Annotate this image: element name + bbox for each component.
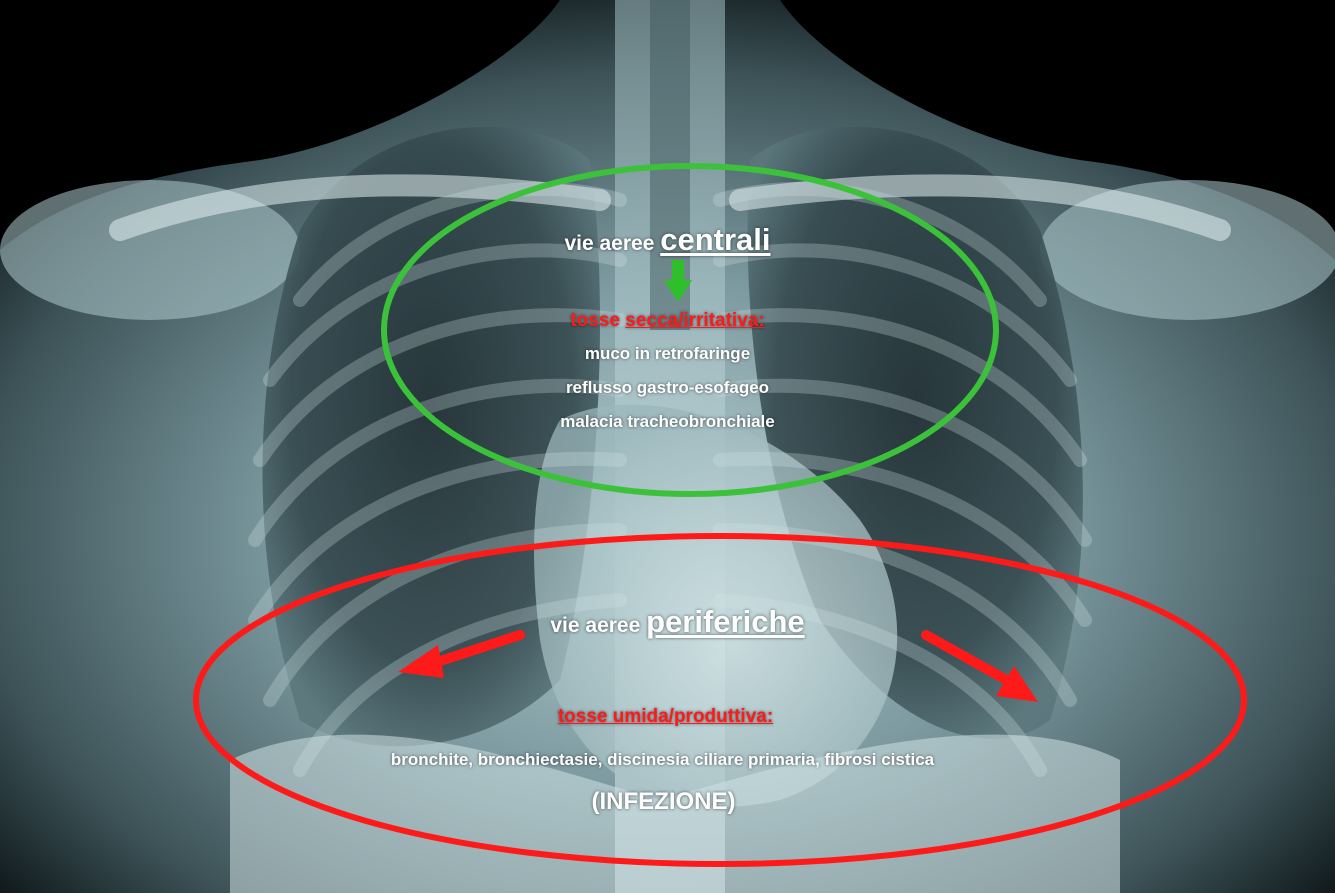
peripheral-airways-heading: vie aeree periferiche [10, 604, 1335, 640]
peripheral-cough-type: tosse umida/produttiva: [0, 706, 1333, 728]
central-cause-2: reflusso gastro-esofageo [0, 378, 1335, 398]
central-cough-type: tosse secca/irritativa: [0, 310, 1335, 332]
central-airways-heading: vie aeree centrali [0, 222, 1335, 258]
peripheral-causes: bronchite, bronchiectasie, discinesia ci… [0, 750, 1330, 770]
peripheral-emphasis: periferiche [646, 604, 805, 639]
central-cough-label: secca/irritativa: [625, 310, 764, 331]
central-emphasis: centrali [660, 222, 770, 257]
peripheral-prefix: vie aeree [550, 614, 646, 637]
central-cause-3: malacia tracheobronchiale [0, 412, 1335, 432]
central-cause-1: muco in retrofaringe [0, 344, 1335, 364]
central-prefix: vie aeree [564, 232, 660, 255]
peripheral-note: (INFEZIONE) [0, 788, 1331, 816]
central-cough-prefix: tosse [570, 310, 625, 331]
